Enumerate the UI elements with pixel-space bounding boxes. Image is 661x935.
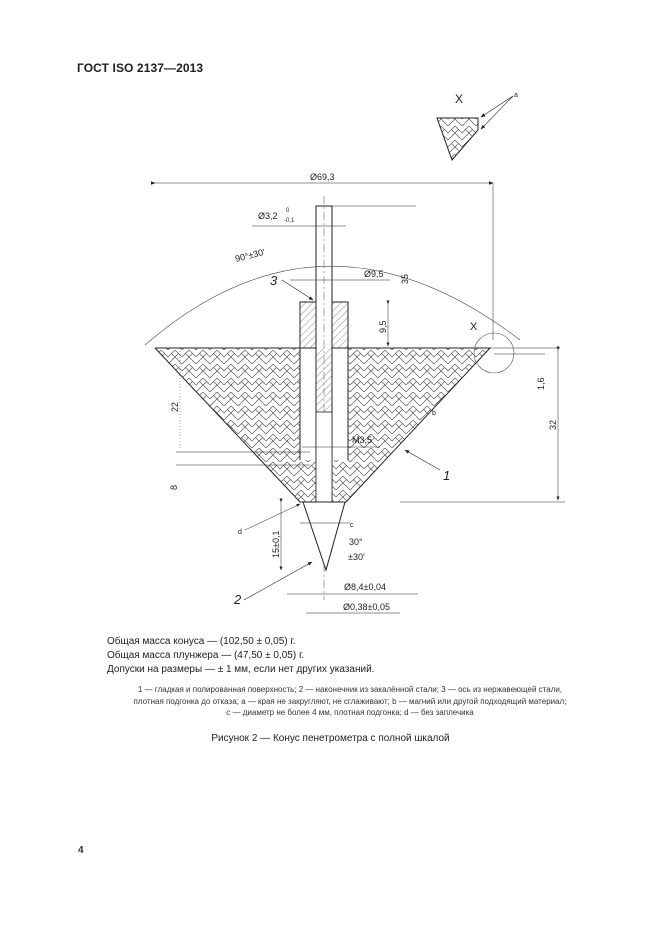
dim-collar-height: 9,5	[378, 320, 388, 333]
dim-height-35: 35	[400, 274, 410, 284]
callout-2: 2	[233, 592, 242, 607]
dim-shaft-diameter: Ø3,2	[258, 211, 278, 221]
note-plunger-mass: Общая масса плунжера — (47,50 ± 0,05) г.	[107, 650, 305, 661]
document-header: ГОСТ ISO 2137—2013	[77, 61, 204, 75]
legend-line: c — диаметр не более 4 мм, плотная подго…	[226, 708, 474, 717]
dim-tip-angle: 30°	[349, 537, 363, 547]
page-number: 4	[78, 845, 84, 856]
dim-depth-8: 8	[169, 485, 179, 490]
dim-depth-22: 22	[170, 402, 180, 412]
dim-tip-angle-tol: ±30'	[348, 552, 365, 562]
notes-block: Общая масса конуса — (102,50 ± 0,05) г. …	[107, 635, 374, 677]
callout-d: d	[238, 529, 242, 536]
note-tolerances: Допуски на размеры — ± 1 мм, если нет др…	[107, 664, 375, 675]
dim-shaft-tol-upper: 0	[286, 208, 290, 214]
note-cone-mass: Общая масса конуса — (102,50 ± 0,05) г.	[107, 636, 296, 647]
legend-line: 1 — гладкая и полированная поверхность; …	[137, 685, 563, 694]
detail-x-view: X a	[436, 92, 518, 161]
dim-thread: M3,5	[352, 435, 372, 445]
technical-drawing: X a Ø69,3 Ø3,2 0 -0,1 90°±30' Ø9,5 35 9,…	[144, 92, 565, 614]
callout-b: b	[432, 410, 436, 417]
dim-point-diameter: Ø0,38±0,05	[343, 602, 390, 612]
callout-3: 3	[270, 273, 278, 288]
dim-shaft-tol-lower: -0,1	[284, 218, 295, 224]
detail-x-label: X	[455, 92, 463, 106]
dim-cone-angle: 90°±30'	[234, 247, 266, 264]
dim-height-32: 32	[548, 420, 558, 430]
callout-x: X	[470, 321, 478, 333]
callout-1: 1	[443, 468, 450, 483]
dim-tip-length: 15±0,1	[271, 531, 281, 558]
note-a-label: a	[514, 92, 518, 99]
dim-edge-1-6: 1,6	[536, 377, 546, 390]
dim-tip-diameter: Ø8,4±0,04	[344, 582, 386, 592]
dim-outer-diameter: Ø69,3	[310, 172, 335, 182]
figure-caption: Рисунок 2 — Конус пенетрометра с полной …	[211, 733, 450, 744]
legend-block: 1 — гладкая и полированная поверхность; …	[100, 684, 600, 719]
callout-c: c	[350, 522, 354, 529]
legend-line: плотная подгонка до отказа; a — края не …	[133, 696, 567, 706]
dim-collar-diameter: Ø9,5	[364, 269, 384, 279]
